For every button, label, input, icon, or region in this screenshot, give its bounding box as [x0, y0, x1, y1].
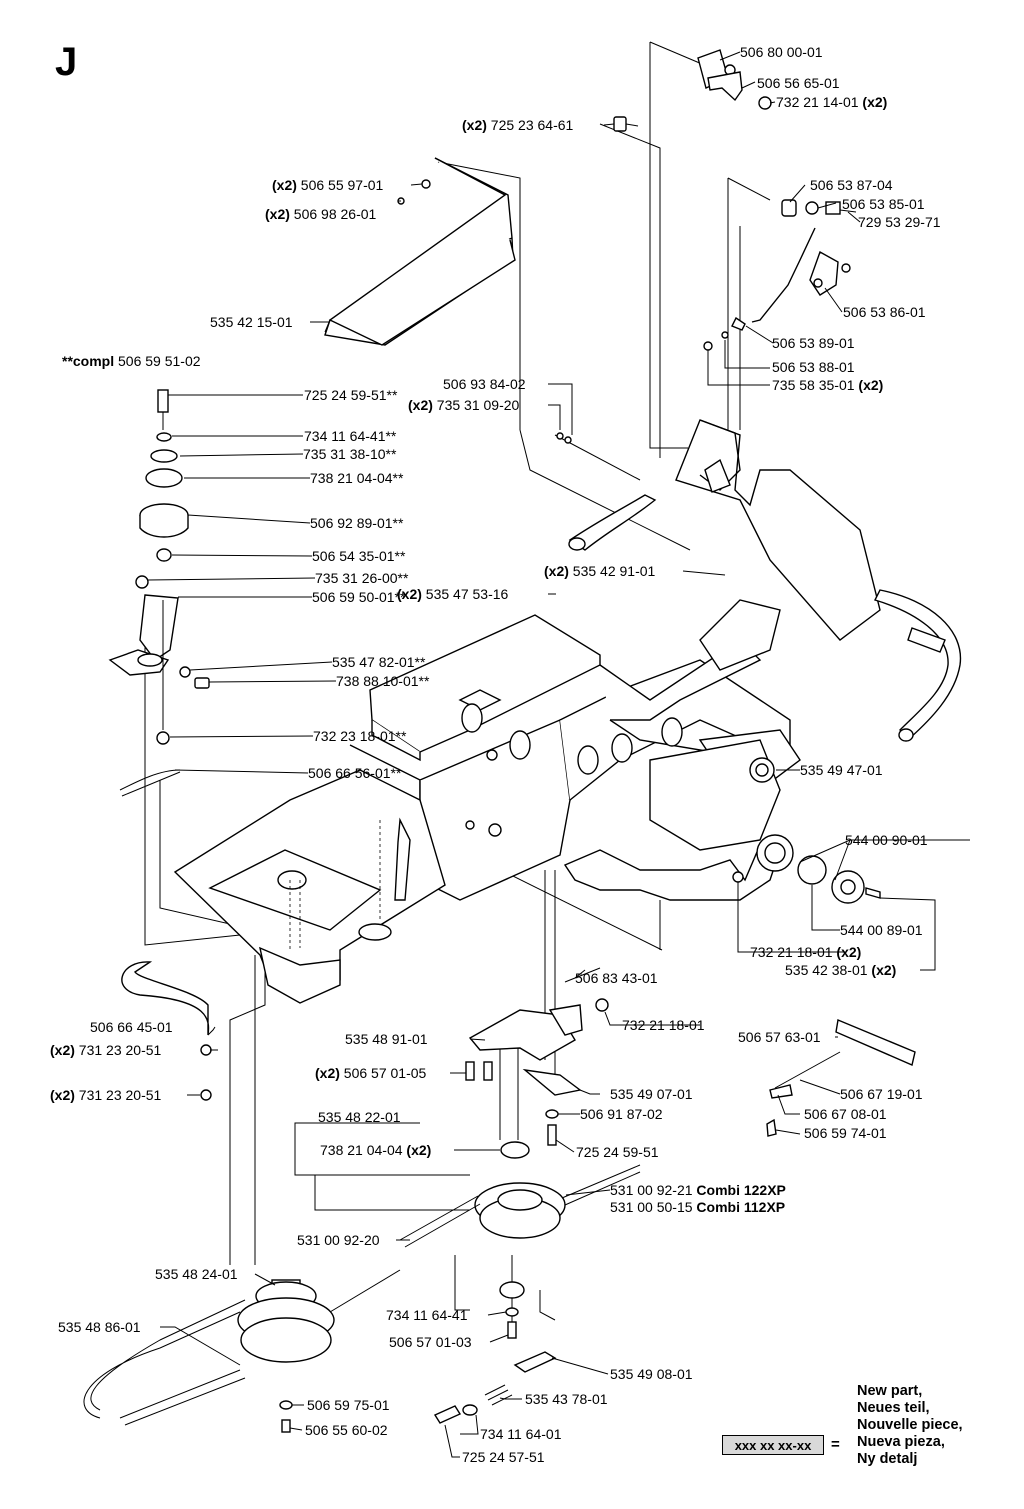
legend-line: Neues teil, [857, 1400, 930, 1416]
spindle-assembly [108, 389, 210, 797]
new-part-legend-box: xxx xx xx-xx [722, 1435, 824, 1455]
part-label: 729 53 29-71 [858, 214, 941, 230]
svg-text:**compl 506 59 51-02: **compl 506 59 51-02 [62, 353, 201, 369]
part-label: 535 48 22-01 [318, 1109, 401, 1125]
legend-line: Nueva pieza, [857, 1434, 945, 1450]
part-label: 732 21 18-01 (x2) [750, 944, 861, 960]
part-label: 506 66 45-01 [90, 1019, 173, 1035]
part-label: 506 57 01-03 [389, 1334, 472, 1350]
leader-lines [147, 51, 970, 1458]
parts-illustration [83, 41, 962, 1433]
part-label: 735 58 35-01 (x2) [772, 377, 883, 393]
part-labels: 506 80 00-01 506 56 65-01 732 21 14-01 (… [50, 44, 941, 1465]
cover-plate [324, 157, 516, 346]
part-label: (x2) 506 98 26-01 [265, 206, 377, 222]
part-label: 725 24 59-51 [576, 1144, 659, 1160]
part-label: 535 47 82-01** [332, 654, 426, 670]
bolt-top [613, 116, 639, 132]
part-label: 506 53 87-04 [810, 177, 893, 193]
part-label: 734 11 64-01 [480, 1426, 562, 1442]
part-label: 531 00 92-20 [297, 1232, 380, 1248]
part-label: 544 00 89-01 [840, 922, 923, 938]
section-letter: J [55, 40, 77, 84]
part-label: 535 49 07-01 [610, 1086, 693, 1102]
part-label: 506 53 88-01 [772, 359, 855, 375]
part-label: (x2) 535 47 53-16 [397, 586, 509, 602]
part-label: 732 21 18-01 [622, 1017, 705, 1033]
part-label: 535 48 91-01 [345, 1031, 428, 1047]
part-label: (x2) 535 42 91-01 [544, 563, 656, 579]
control-lever [703, 199, 857, 351]
part-label: (x2) 731 23 20-51 [50, 1042, 162, 1058]
part-label: 535 48 86-01 [58, 1319, 141, 1335]
part-label: 531 00 50-15 Combi 112XP [610, 1199, 785, 1215]
part-label: (x2) 735 31 09-20 [408, 397, 520, 413]
part-label: 738 21 04-04** [310, 470, 404, 486]
part-label: 506 59 74-01 [804, 1125, 887, 1141]
part-label: (x2) 731 23 20-51 [50, 1087, 162, 1103]
part-label: 738 88 10-01** [336, 673, 430, 689]
part-label: 506 56 65-01 [757, 75, 840, 91]
part-label: 506 59 50-01** [312, 589, 406, 605]
handlebar-right [874, 589, 962, 742]
new-part-legend: New part, Neues teil, Nouvelle piece, Nu… [857, 1383, 963, 1468]
pedal-plate [766, 1019, 916, 1137]
part-label: 535 43 78-01 [525, 1391, 608, 1407]
part-label: 506 91 87-02 [580, 1106, 663, 1122]
legend-equals: = [831, 1436, 840, 1453]
part-label: 506 66 56-01** [308, 765, 402, 781]
part-label: 506 92 89-01** [310, 515, 404, 531]
steering-column [675, 419, 881, 641]
part-label: 535 48 24-01 [155, 1266, 238, 1282]
pivot-rod [554, 432, 641, 481]
part-label: 535 42 15-01 [210, 314, 293, 330]
part-label: 738 21 04-04 (x2) [320, 1142, 431, 1158]
mid-bracket [465, 967, 609, 1146]
compl-prefix: **compl [62, 353, 114, 369]
part-label: 531 00 92-21 Combi 122XP [610, 1182, 786, 1198]
legend-line: Ny detalj [857, 1451, 918, 1467]
part-label: (x2) 725 23 64-61 [462, 117, 574, 133]
part-label: 506 53 89-01 [772, 335, 855, 351]
compl-part-number: 506 59 51-02 [118, 353, 201, 369]
part-label: 734 11 64-41** [304, 428, 397, 444]
part-label: 506 67 19-01 [840, 1086, 923, 1102]
rear-bracket [563, 834, 881, 904]
part-label: 506 83 43-01 [575, 970, 658, 986]
part-label: 506 53 86-01 [843, 304, 926, 320]
part-label: 732 23 18-01** [313, 728, 407, 744]
legend-line: Nouvelle piece, [857, 1417, 963, 1433]
belt-pulleys [83, 1141, 641, 1433]
part-label: 725 24 57-51 [462, 1449, 545, 1465]
part-label: 725 24 59-51** [304, 387, 398, 403]
legend-line: New part, [857, 1383, 923, 1399]
part-label: 506 80 00-01 [740, 44, 823, 60]
part-label: 732 21 14-01 (x2) [776, 94, 887, 110]
part-label: 735 31 26-00** [315, 570, 409, 586]
tensioner [433, 1351, 557, 1424]
part-label: 506 57 63-01 [738, 1029, 821, 1045]
part-label: 535 49 08-01 [610, 1366, 693, 1382]
part-label: (x2) 506 57 01-05 [315, 1065, 427, 1081]
part-label: 506 93 84-02 [443, 376, 526, 392]
part-label: 506 53 85-01 [842, 196, 925, 212]
part-label: (x2) 506 55 97-01 [272, 177, 384, 193]
floor-plate [173, 769, 446, 1004]
part-label: 535 42 38-01 (x2) [785, 962, 896, 978]
part-label: 734 11 64-41 [386, 1307, 468, 1323]
part-label: 735 31 38-10** [303, 446, 397, 462]
compl-label: **compl 506 59 51-02 [62, 353, 201, 369]
part-label: 506 67 08-01 [804, 1106, 887, 1122]
part-label: 506 54 35-01** [312, 548, 406, 564]
part-label: 506 55 60-02 [305, 1422, 388, 1438]
part-label: 535 49 47-01 [800, 762, 883, 778]
part-label: 544 00 90-01 [845, 832, 928, 848]
handlebar-left [568, 494, 657, 551]
part-label: 506 59 75-01 [307, 1397, 390, 1413]
main-frame [349, 599, 801, 901]
spring-rod [121, 961, 212, 1101]
